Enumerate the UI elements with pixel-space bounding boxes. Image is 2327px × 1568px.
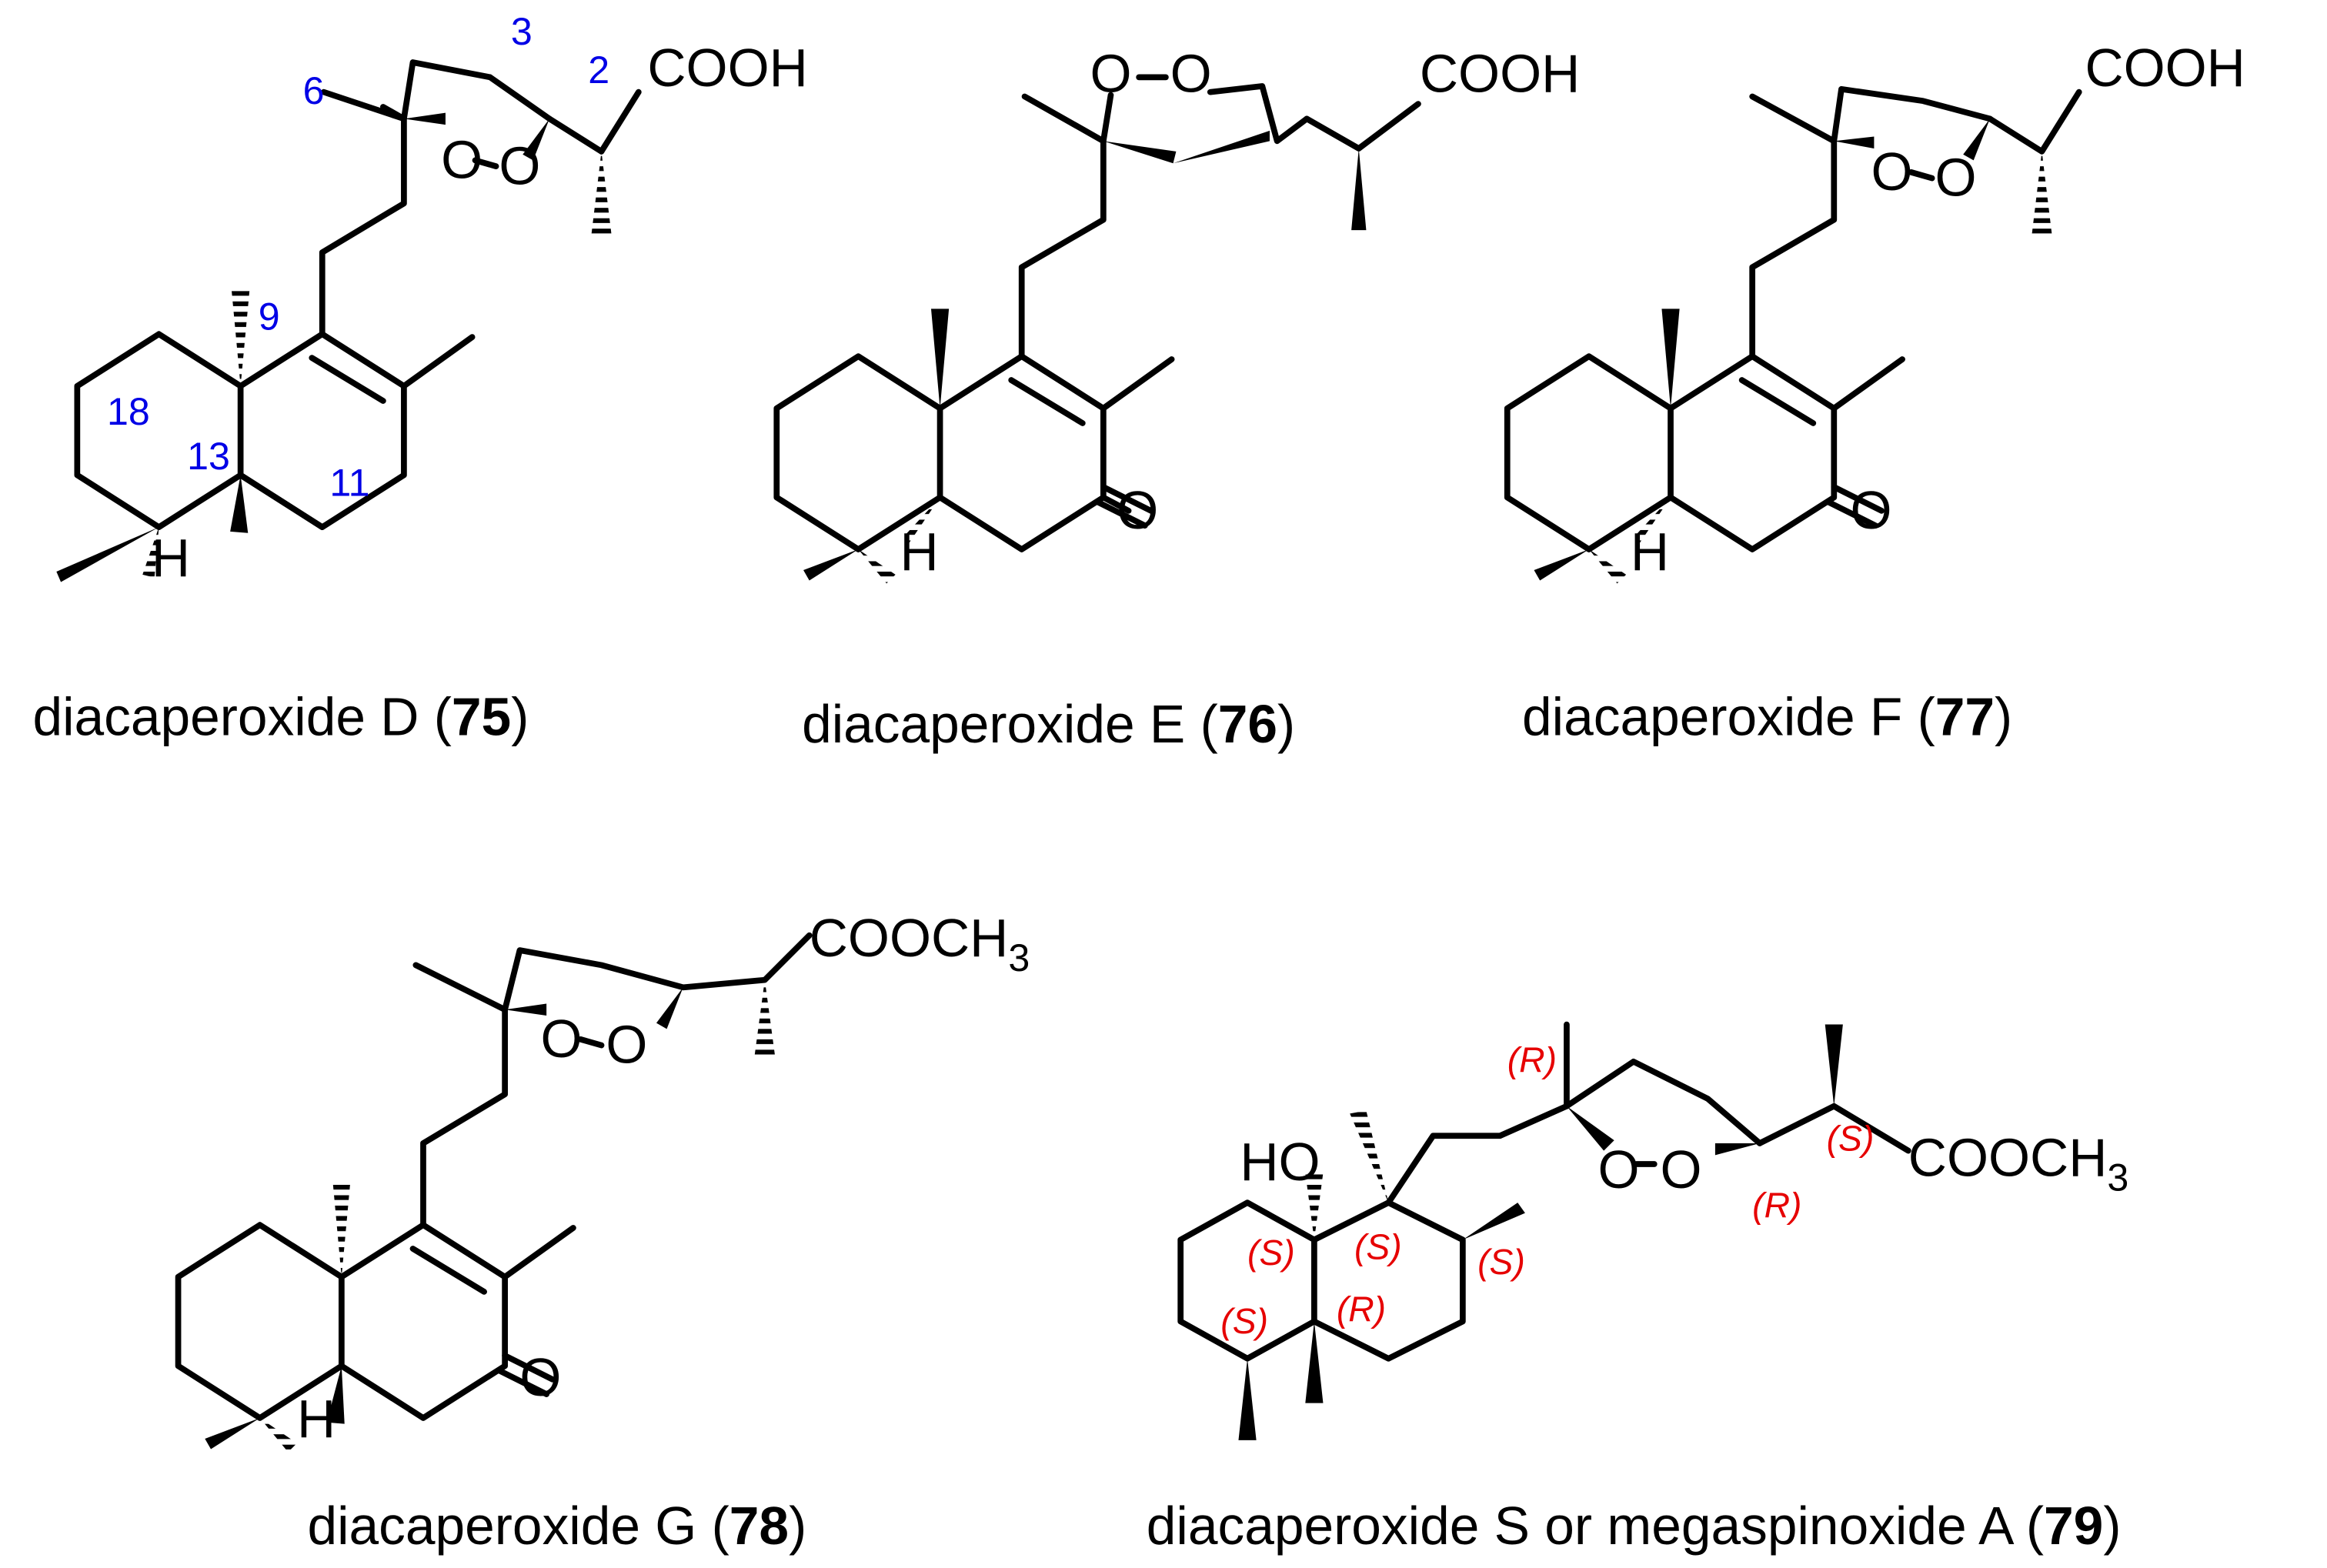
position-label: 3: [511, 10, 533, 53]
atom-o: O: [1935, 148, 1977, 208]
caption-75: diacaperoxide D (75): [32, 686, 529, 746]
stereo-label: (S): [1827, 1119, 1875, 1159]
atom-o: O: [606, 1015, 647, 1075]
stereo-label: (R): [1337, 1289, 1386, 1329]
structure-78: O H O O COOCH3: [175, 908, 1030, 1453]
atom-h: H: [152, 528, 190, 588]
structure-77: O H O O COOH: [1504, 38, 2245, 584]
atom-o: O: [1598, 1139, 1639, 1199]
atom-cooch3: COOCH: [810, 908, 1009, 968]
structure-75: O O COOH H 3 2 6 9 18 13 11: [56, 10, 808, 588]
atom-o: O: [540, 1009, 582, 1069]
svg-text:COOCH3: COOCH3: [810, 908, 1030, 979]
structure-76: O H O O COOH: [773, 44, 1580, 584]
position-label: 11: [329, 462, 369, 505]
structure-79: HO O O COOCH3 (R) (S) (R) (S) (S) (S) (S…: [1177, 1021, 2128, 1440]
atom-o: O: [1090, 44, 1131, 104]
atom-o: O: [499, 135, 540, 195]
position-label: 6: [303, 69, 325, 112]
stereo-label: (S): [1220, 1301, 1268, 1341]
atom-o: O: [519, 1347, 561, 1407]
stereo-label: (S): [1354, 1226, 1402, 1266]
atom-o: O: [1661, 1139, 1702, 1199]
subscript: 3: [1008, 936, 1030, 979]
subscript: 3: [2107, 1156, 2128, 1199]
stereo-label: (S): [1247, 1233, 1295, 1273]
position-label: 2: [588, 48, 609, 92]
atom-cooch3: COOCH: [1908, 1127, 2108, 1187]
caption-77: diacaperoxide F (77): [1522, 686, 2012, 746]
position-label: 13: [187, 435, 230, 478]
atom-cooh: COOH: [647, 38, 807, 98]
stereo-label: (R): [1752, 1185, 1801, 1225]
atom-o: O: [1871, 142, 1913, 202]
caption-78: diacaperoxide G (78): [307, 1496, 806, 1556]
svg-text:COOCH3: COOCH3: [1908, 1127, 2128, 1199]
atom-o: O: [1170, 44, 1212, 104]
caption-76: diacaperoxide E (76): [802, 694, 1295, 754]
atom-o: O: [1851, 480, 1892, 540]
position-label: 9: [259, 295, 280, 338]
atom-h: H: [1631, 522, 1669, 582]
atom-cooh: COOH: [1420, 44, 1580, 104]
atom-h: H: [900, 522, 938, 582]
atom-o: O: [1117, 480, 1158, 540]
caption-79: diacaperoxide S or megaspinoxide A (79): [1147, 1496, 2122, 1556]
stereo-label: (R): [1507, 1039, 1557, 1079]
stereo-label: (S): [1477, 1242, 1525, 1282]
position-label: 18: [107, 390, 150, 433]
atom-cooh: COOH: [2085, 38, 2245, 98]
